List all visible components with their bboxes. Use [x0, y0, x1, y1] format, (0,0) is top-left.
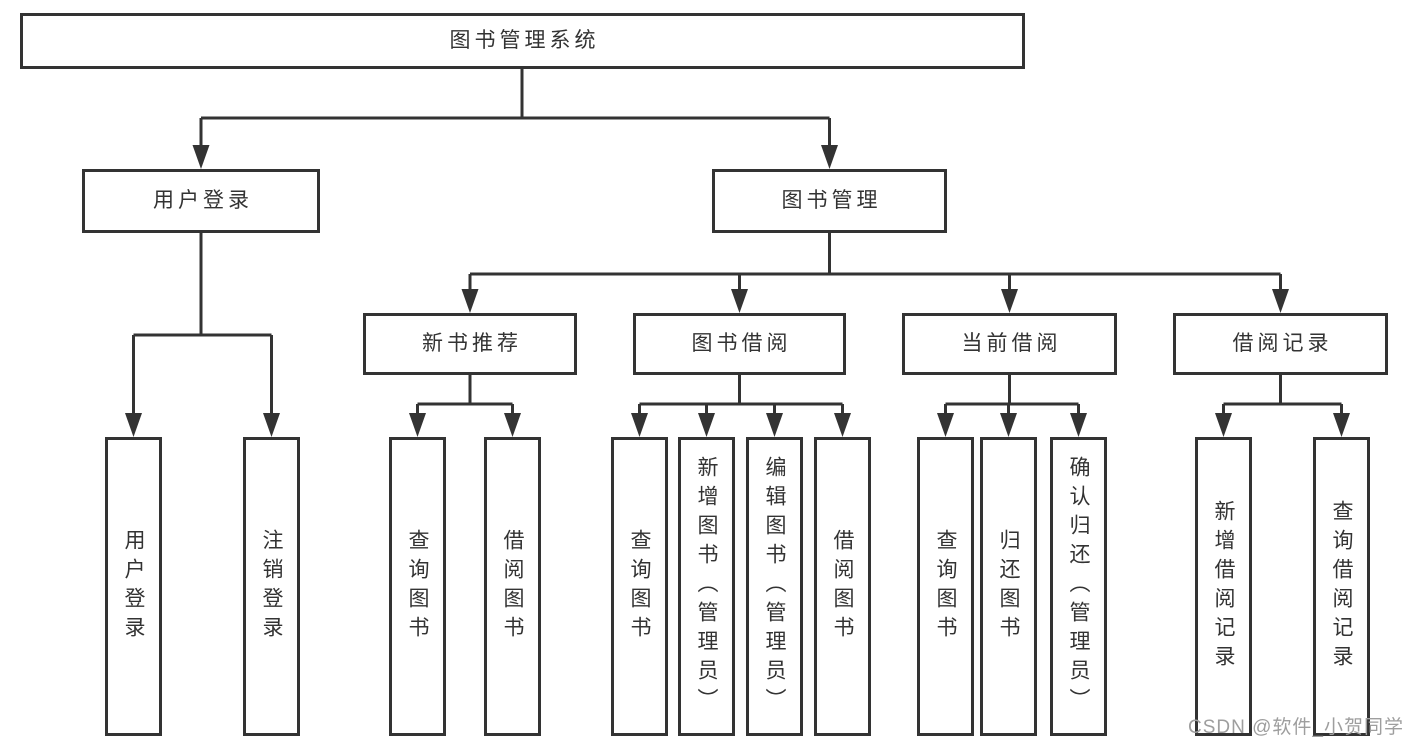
node-book-borrowing: 图书借阅 [633, 313, 846, 375]
node-current-borrowing: 当前借阅 [902, 313, 1117, 375]
leaf-edit-books-admin: 编辑图书（管理员） [746, 437, 803, 736]
csdn-watermark: CSDN @软件_小贺同学 [1188, 717, 1404, 738]
arrowheads [125, 145, 1350, 437]
node-new-book-recommendation: 新书推荐 [363, 313, 577, 375]
leaf-query-books-current: 查询图书 [917, 437, 974, 736]
node-borrowing-records: 借阅记录 [1173, 313, 1388, 375]
leaf-user-login: 用户登录 [105, 437, 162, 736]
node-book-management-branch: 图书管理 [712, 169, 947, 233]
leaf-return-books: 归还图书 [980, 437, 1037, 736]
leaf-query-borrow-record: 查询借阅记录 [1313, 437, 1370, 736]
leaf-borrow-books: 借阅图书 [814, 437, 871, 736]
leaf-query-books-borrowing: 查询图书 [611, 437, 668, 736]
node-user-login-branch: 用户登录 [82, 169, 320, 233]
leaf-add-borrow-record: 新增借阅记录 [1195, 437, 1252, 736]
leaf-borrow-books-recommend: 借阅图书 [484, 437, 541, 736]
leaf-add-books-admin: 新增图书（管理员） [678, 437, 735, 736]
node-library-management-system: 图书管理系统 [20, 13, 1025, 69]
leaf-confirm-return-admin: 确认归还（管理员） [1050, 437, 1107, 736]
leaf-logout: 注销登录 [243, 437, 300, 736]
leaf-query-books-recommend: 查询图书 [389, 437, 446, 736]
